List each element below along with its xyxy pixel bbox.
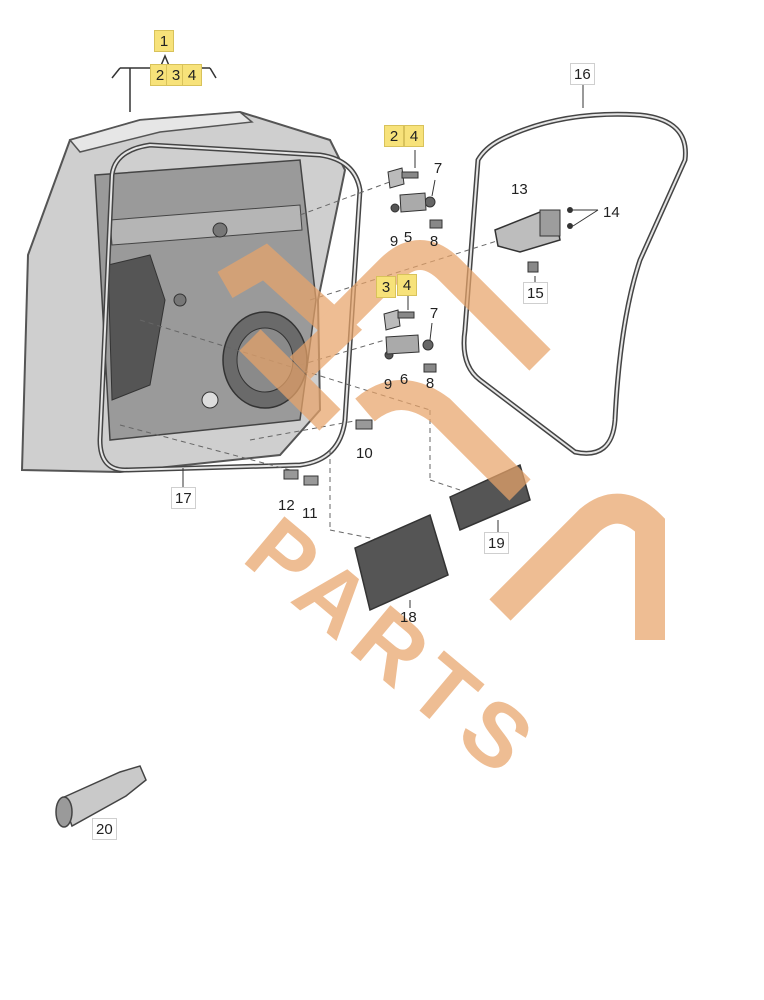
callout-5: 5 bbox=[403, 229, 413, 246]
body-seal-16 bbox=[461, 111, 688, 456]
callout-10: 10 bbox=[356, 445, 373, 462]
callout-3-top: 3 bbox=[166, 64, 186, 86]
callout-18: 18 bbox=[400, 609, 417, 626]
upper-hinge-parts bbox=[387, 167, 443, 229]
callout-9-lower: 9 bbox=[383, 376, 393, 393]
door-shell bbox=[20, 110, 347, 474]
callout-4-upper: 4 bbox=[404, 125, 424, 147]
callout-15: 15 bbox=[523, 282, 548, 304]
callout-8-lower: 8 bbox=[425, 375, 435, 392]
door-check-13 bbox=[494, 207, 599, 273]
callout-16: 16 bbox=[570, 63, 595, 85]
callout-11: 11 bbox=[302, 505, 318, 522]
callout-2-upper: 2 bbox=[384, 125, 404, 147]
damping-mat-19 bbox=[449, 463, 531, 532]
callout-19: 19 bbox=[484, 532, 509, 554]
callout-20: 20 bbox=[92, 818, 117, 840]
callout-7-upper: 7 bbox=[433, 160, 443, 177]
callout-17: 17 bbox=[171, 487, 196, 509]
callout-4-top: 4 bbox=[182, 64, 202, 86]
callout-12: 12 bbox=[278, 497, 295, 514]
callout-14: 14 bbox=[603, 204, 620, 221]
callout-4-lower: 4 bbox=[397, 274, 417, 296]
callout-3-lower: 3 bbox=[376, 276, 396, 298]
callout-6: 6 bbox=[399, 371, 409, 388]
callout-9-upper: 9 bbox=[389, 233, 399, 250]
damping-mat-18 bbox=[354, 513, 449, 612]
callout-1: 1 bbox=[154, 30, 174, 52]
callout-7-lower: 7 bbox=[429, 305, 439, 322]
callout-8-upper: 8 bbox=[429, 233, 439, 250]
callout-13: 13 bbox=[511, 181, 528, 198]
grease-tube-20 bbox=[55, 765, 147, 828]
